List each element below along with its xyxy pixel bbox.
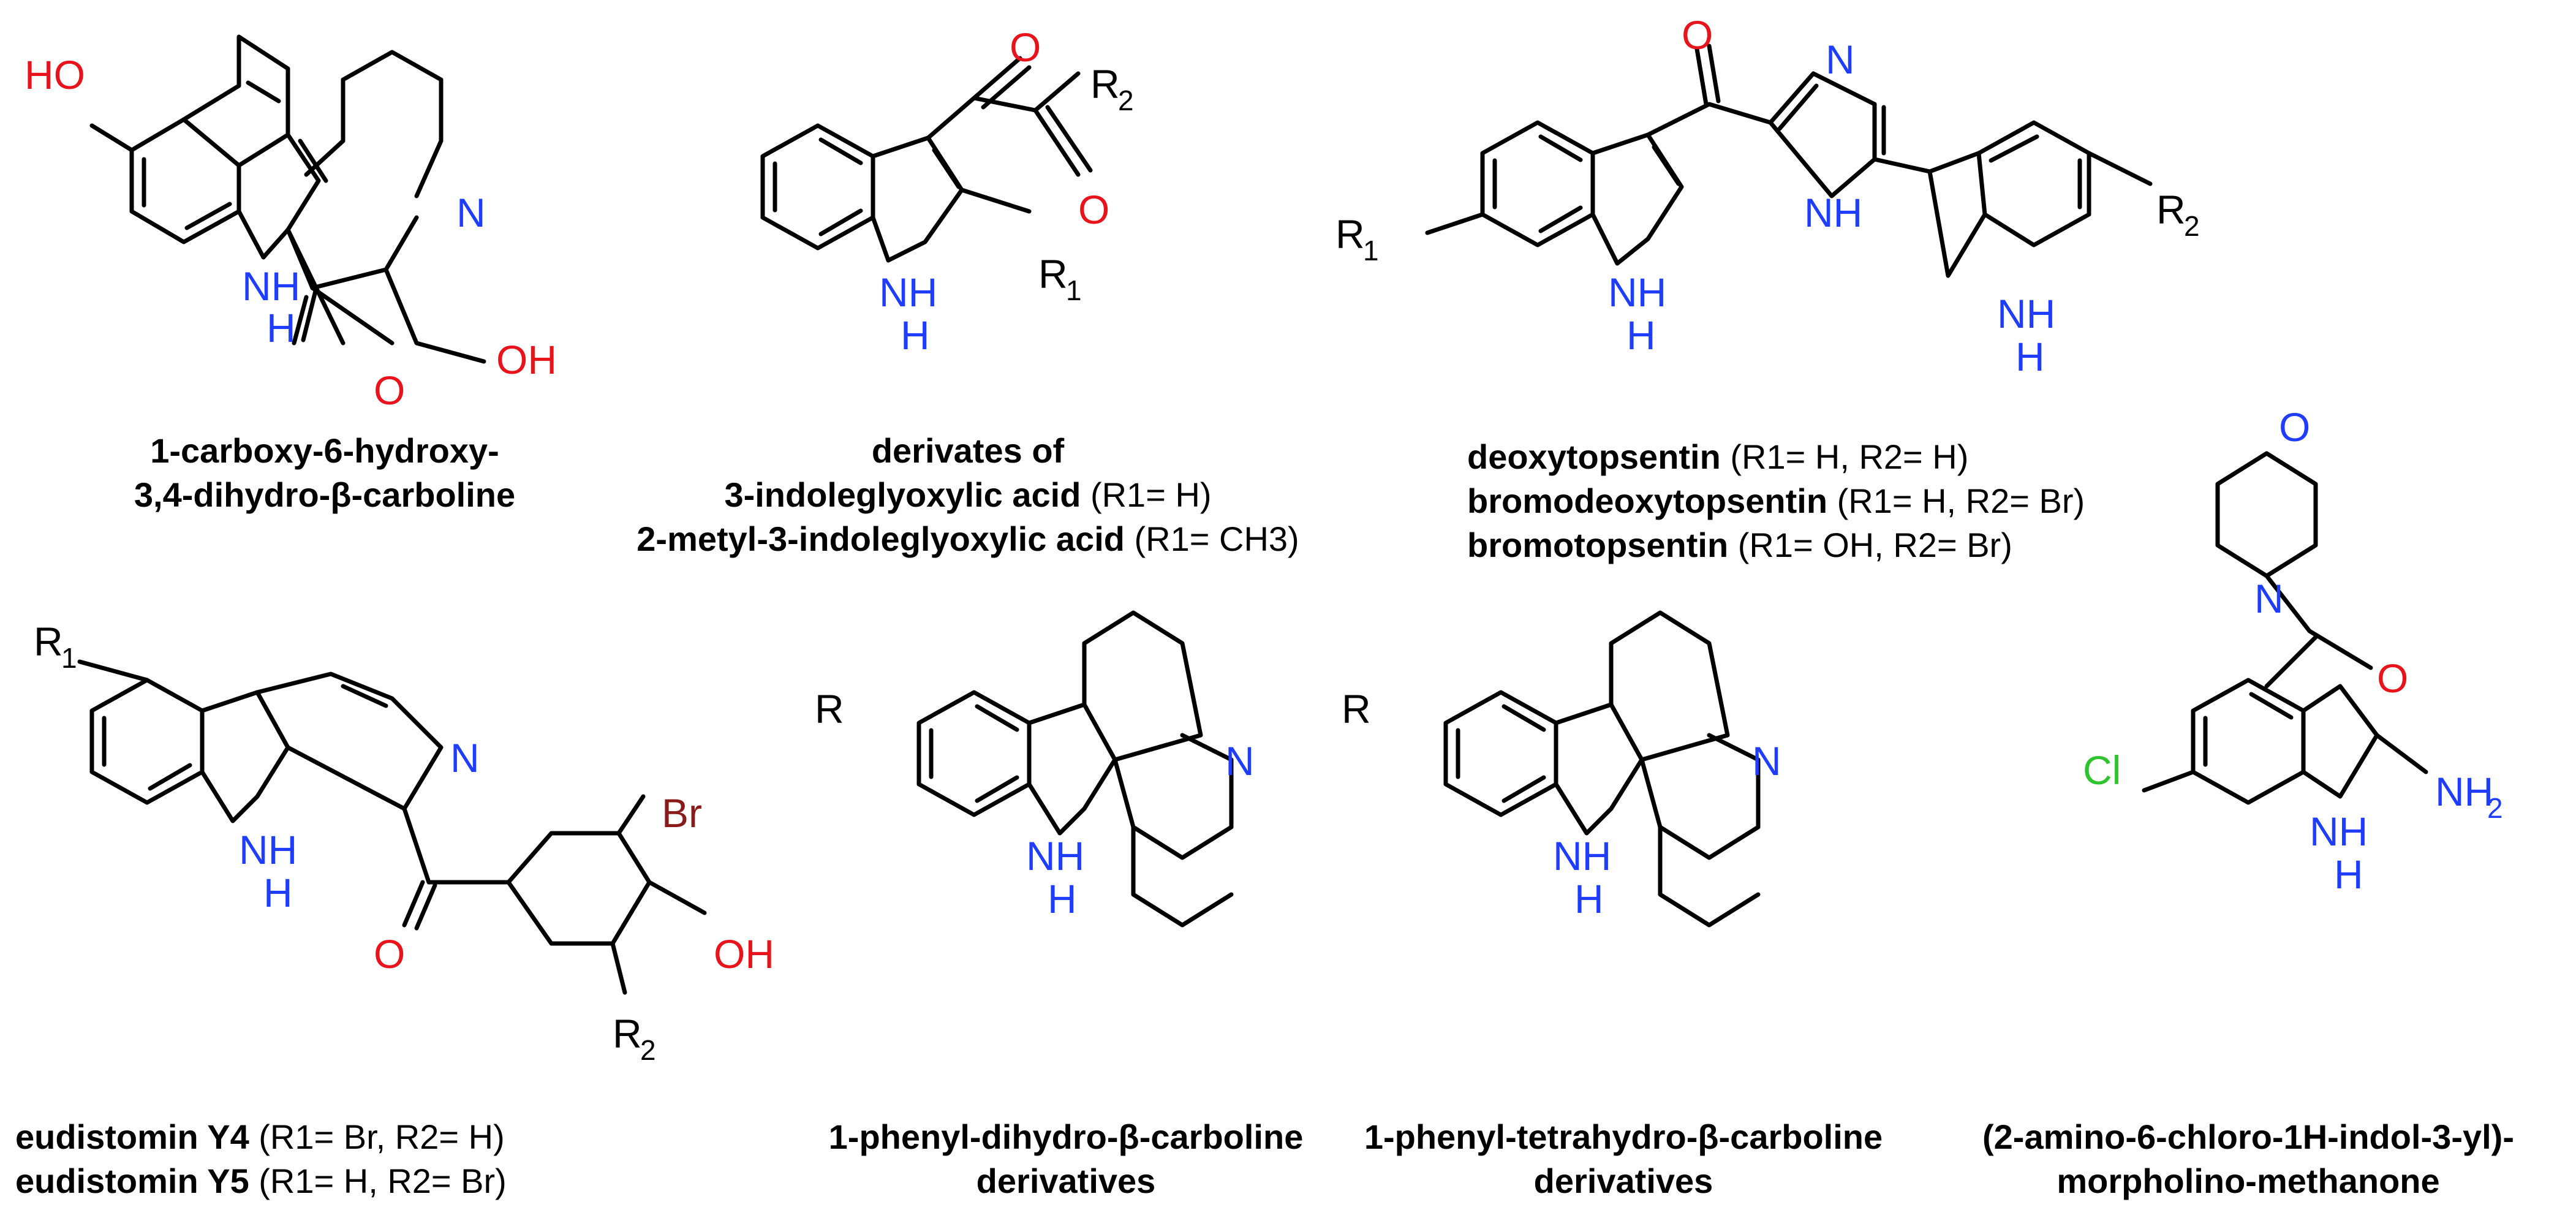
atom-r2-sub: 2 <box>2184 210 2200 242</box>
caption-4-line1-bold: eudistomin Y4 <box>15 1117 249 1156</box>
structure-4: R 1 N NH H O Br OH R 2 <box>34 619 774 1066</box>
atom-r2-sub: 2 <box>1118 85 1134 116</box>
atom-nh-1: NH <box>1608 270 1666 315</box>
atom-nh-2: NH <box>1997 291 2055 336</box>
structure-5: R N NH H <box>815 610 1255 928</box>
atom-nh: NH <box>879 270 937 315</box>
atom-n: N <box>1752 738 1781 784</box>
atom-nh2: NH <box>2435 769 2493 814</box>
atom-n: N <box>1826 37 1855 82</box>
atom-cl: Cl <box>2083 747 2121 793</box>
atom-o: O <box>2377 656 2408 701</box>
atom-h: H <box>1574 876 1604 921</box>
atom-o: O <box>1682 12 1713 58</box>
caption-6-line2: derivatives <box>1533 1162 1713 1200</box>
caption-2-line1: derivates of <box>871 431 1065 470</box>
atom-n: N <box>456 190 486 235</box>
structure-7: O N O Cl NH H NH 2 <box>2083 404 2503 897</box>
atom-h: H <box>266 305 296 350</box>
atom-r2: R <box>613 1011 642 1056</box>
structure-6: R N NH H <box>1342 610 1781 928</box>
atom-h: H <box>1048 876 1077 921</box>
caption-3-line1-bold: deoxytopsentin <box>1467 437 1721 476</box>
caption-2: derivates of 3-indoleglyoxylic acid (R1=… <box>606 429 1329 561</box>
caption-1-line1: 1-carboxy-6-hydroxy- <box>150 431 499 470</box>
caption-6-line1: 1-phenyl-tetrahydro-β-carboline <box>1364 1117 1883 1156</box>
caption-6: 1-phenyl-tetrahydro-β-carboline derivati… <box>1329 1115 1917 1203</box>
caption-3: deoxytopsentin (R1= H, R2= H) bromodeoxy… <box>1467 435 2190 567</box>
structure-3: O N NH NH H NH H R 1 R 2 <box>1335 12 2200 379</box>
atom-oh: OH <box>714 931 774 977</box>
caption-3-line3-bold: bromotopsentin <box>1467 526 1729 564</box>
caption-5-line2: derivatives <box>976 1162 1156 1200</box>
atom-n: N <box>1225 738 1255 784</box>
caption-1: 1-carboxy-6-hydroxy- 3,4-dihydro-β-carbo… <box>80 429 570 517</box>
atom-h-1: H <box>1626 312 1656 358</box>
atom-n: N <box>450 735 480 781</box>
caption-5: 1-phenyl-dihydro-β-carboline derivatives <box>796 1115 1335 1203</box>
atom-r2: R <box>1090 61 1120 107</box>
caption-3-line3-rest: (R1= OH, R2= Br) <box>1728 526 2012 564</box>
atom-nh-imid: NH <box>1804 190 1862 235</box>
atom-o-morph: O <box>2279 404 2310 450</box>
caption-5-line1: 1-phenyl-dihydro-β-carboline <box>828 1117 1304 1156</box>
caption-3-line2-bold: bromodeoxytopsentin <box>1467 482 1828 520</box>
atom-o-acid: O <box>1078 187 1109 232</box>
caption-2-line2-rest: (R1= H) <box>1081 475 1212 514</box>
atom-r1: R <box>1335 211 1365 257</box>
caption-4-line2-rest: (R1= H, R2= Br) <box>249 1162 507 1200</box>
caption-4: eudistomin Y4 (R1= Br, R2= H) eudistomin… <box>15 1115 689 1203</box>
caption-3-line1-rest: (R1= H, R2= H) <box>1720 437 1969 476</box>
atom-r2-sub: 2 <box>640 1034 656 1066</box>
caption-2-line3-bold: 2-metyl-3-indoleglyoxylic acid <box>636 520 1125 558</box>
atom-r: R <box>815 686 844 732</box>
structure-1: HO N NH H O OH <box>25 34 557 413</box>
atom-r1-sub: 1 <box>1363 235 1379 267</box>
atom-r2: R <box>2156 187 2186 232</box>
caption-7: (2-amino-6-chloro-1H-indol-3-yl)- morpho… <box>1924 1115 2573 1203</box>
atom-br: Br <box>662 790 702 836</box>
atom-r1: R <box>1038 251 1068 297</box>
atom-nh: NH <box>1553 833 1611 879</box>
structure-2: O O R 2 R 1 NH H <box>760 25 1134 358</box>
atom-nh: NH <box>242 263 300 309</box>
atom-h: H <box>2334 852 2363 897</box>
atom-r: R <box>1342 686 1371 732</box>
caption-4-line2-bold: eudistomin Y5 <box>15 1162 249 1200</box>
atom-r1-sub: 1 <box>1066 274 1082 306</box>
atom-o: O <box>374 368 405 413</box>
caption-3-line2-rest: (R1= H, R2= Br) <box>1827 482 2085 520</box>
caption-1-line2: 3,4-dihydro-β-carboline <box>134 475 516 514</box>
atom-h: H <box>263 870 293 915</box>
caption-2-line3-rest: (R1= CH3) <box>1124 520 1299 558</box>
caption-7-line1: (2-amino-6-chloro-1H-indol-3-yl)- <box>1982 1117 2514 1156</box>
atom-n-morph: N <box>2254 576 2284 621</box>
atom-nh2-sub: 2 <box>2487 792 2503 824</box>
caption-2-line2-bold: 3-indoleglyoxylic acid <box>724 475 1081 514</box>
atom-ho: HO <box>25 52 85 97</box>
atom-r1-sub: 1 <box>61 642 77 674</box>
atom-nh: NH <box>239 827 297 872</box>
atom-nh: NH <box>1026 833 1084 879</box>
atom-h-2: H <box>2015 334 2045 379</box>
caption-7-line2: morpholino-methanone <box>2057 1162 2440 1200</box>
atom-h: H <box>901 312 930 358</box>
atom-nh: NH <box>2310 809 2368 854</box>
atom-oh: OH <box>496 337 557 382</box>
atom-o: O <box>374 931 405 977</box>
caption-4-line1-rest: (R1= Br, R2= H) <box>249 1117 505 1156</box>
atom-o-keto: O <box>1010 25 1041 70</box>
atom-r1: R <box>34 619 63 664</box>
